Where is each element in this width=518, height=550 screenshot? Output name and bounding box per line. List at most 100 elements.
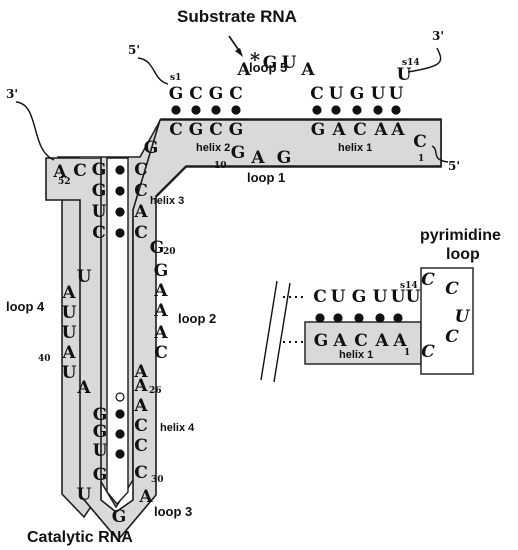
substrate-nt-right-1: U bbox=[329, 84, 344, 104]
helix1-nt-3: A bbox=[373, 120, 388, 140]
inset-bottom-nt-1: A bbox=[332, 331, 347, 351]
helix4-pair-dot-open bbox=[115, 392, 125, 402]
num-26: 26 bbox=[149, 386, 162, 396]
num-10: 10 bbox=[214, 161, 227, 171]
inset-pair-dot-1 bbox=[333, 313, 343, 323]
num-1: 1 bbox=[418, 154, 424, 164]
inset-loop-nt-4: C bbox=[421, 342, 435, 362]
loop5-nt-4: A bbox=[300, 60, 315, 80]
left-strand-nt-16: G bbox=[112, 507, 127, 527]
inset-loop-nt-1: C bbox=[445, 279, 459, 299]
left-strand-nt-4: U bbox=[77, 267, 92, 287]
inset-bottom-nt-2: C bbox=[354, 331, 368, 351]
right-strand-nt-6: A bbox=[153, 281, 168, 301]
right-strand-nt-8: A bbox=[153, 323, 168, 343]
arm-nt-c: C bbox=[73, 161, 87, 181]
loop1-nt-0: G bbox=[231, 143, 246, 163]
right-strand-nt-0: C bbox=[134, 160, 148, 180]
loop-title: loop bbox=[446, 246, 480, 263]
inset-bottom-nt-3: A bbox=[374, 331, 389, 351]
substrate-5prime-tail bbox=[137, 57, 169, 85]
loop1-nt-1: A bbox=[250, 148, 265, 168]
right-strand-nt-12: C bbox=[134, 416, 148, 436]
inset-pair-dot-2 bbox=[354, 313, 364, 323]
catalytic-5prime: 5' bbox=[448, 159, 460, 173]
right-strand-nt-3: C bbox=[134, 223, 148, 243]
catalytic-3prime-tail bbox=[15, 101, 55, 161]
loop1-label: loop 1 bbox=[247, 170, 285, 185]
right-strand-nt-13: C bbox=[134, 436, 148, 456]
left-strand-nt-15: U bbox=[77, 485, 92, 505]
left-strand-nt-2: U bbox=[92, 202, 107, 222]
inset-num-s14: s14 bbox=[400, 281, 418, 291]
num-20: 20 bbox=[163, 247, 176, 257]
inset-loop-nt-2: U bbox=[455, 307, 471, 327]
helix1-nt-5: C bbox=[413, 132, 427, 152]
substrate-5prime: 5' bbox=[128, 43, 140, 57]
base-pair-dots bbox=[115, 105, 401, 459]
left-strand-nt-5: A bbox=[61, 283, 76, 303]
right-strand-nt-9: C bbox=[154, 343, 168, 363]
loop5-nt-2: G bbox=[263, 53, 278, 73]
right-strand-nt-10: A bbox=[133, 376, 148, 396]
helix2-pair-dot-0 bbox=[171, 105, 181, 115]
right-strand-nt-1: C bbox=[134, 181, 148, 201]
helix4-pair-dot-2 bbox=[115, 449, 125, 459]
num-s14: s14 bbox=[402, 58, 420, 68]
loop4-label: loop 4 bbox=[6, 299, 45, 314]
inset-top-nt-4: U bbox=[391, 287, 406, 307]
break-line-1 bbox=[273, 282, 291, 383]
right-strand-nt-15: A bbox=[138, 487, 153, 507]
inset-shaded-strand bbox=[304, 321, 422, 365]
left-strand-nt-12: G bbox=[93, 422, 108, 442]
inset-loop-nt-3: C bbox=[445, 327, 459, 347]
helix4-label: helix 4 bbox=[160, 422, 195, 434]
left-strand-nt-11: G bbox=[93, 405, 108, 425]
helix4-pair-dot-0 bbox=[115, 409, 125, 419]
u-body-fill bbox=[45, 119, 442, 542]
inset-num-1: 1 bbox=[404, 348, 410, 358]
right-strand-nt-11: A bbox=[133, 396, 148, 416]
substrate-rna-title: Substrate RNA bbox=[177, 7, 297, 26]
helix1-pair-dot-1 bbox=[331, 105, 341, 115]
loop1-nt-2: G bbox=[277, 148, 292, 168]
helix3-pair-dot-0 bbox=[115, 165, 125, 175]
right-strand-nt-4: G bbox=[150, 238, 165, 258]
helix2-pair-dot-2 bbox=[211, 105, 221, 115]
loop5-nt-0: A bbox=[236, 60, 251, 80]
helix1-pair-dot-0 bbox=[312, 105, 322, 115]
helix1-pair-dot-2 bbox=[352, 105, 362, 115]
helix3-label: helix 3 bbox=[150, 195, 184, 207]
helix2-nt-1: G bbox=[189, 120, 204, 140]
substrate-nt-left-2: G bbox=[209, 84, 224, 104]
left-strand-nt-1: G bbox=[92, 181, 107, 201]
pyrimidine-loop-box bbox=[420, 267, 474, 375]
right-strand-nt-14: C bbox=[134, 463, 148, 483]
inset-top-nt-1: U bbox=[331, 287, 346, 307]
helix1-nt-1: A bbox=[331, 120, 346, 140]
substrate-nt-right-3: U bbox=[371, 84, 386, 104]
helix2-nt-3: G bbox=[229, 120, 244, 140]
left-strand-nt-9: U bbox=[62, 363, 77, 383]
inset-bottom-nt-0: G bbox=[314, 331, 329, 351]
loop2-label: loop 2 bbox=[178, 311, 216, 326]
inset-pair-dot-3 bbox=[375, 313, 385, 323]
helix2-label: helix 2 bbox=[196, 142, 230, 154]
substrate-nt-right-4: U bbox=[389, 84, 404, 104]
inset-loop-nt-0: C bbox=[421, 270, 435, 290]
substrate-nt-right-0: C bbox=[310, 84, 324, 104]
substrate-nt-left-3: C bbox=[229, 84, 243, 104]
helix4-pair-dot-1 bbox=[115, 429, 125, 439]
right-strand-nt-a26: A bbox=[133, 362, 148, 382]
loop5-arrowhead bbox=[235, 48, 243, 57]
left-strand-nt-13: U bbox=[93, 441, 108, 461]
left-strand-nt-3: C bbox=[92, 223, 106, 243]
inset-pair-dot-4 bbox=[393, 313, 403, 323]
helix1-nt-0: G bbox=[311, 120, 326, 140]
arm-nt-a: A bbox=[52, 162, 67, 182]
helix1-pair-dot-4 bbox=[391, 105, 401, 115]
substrate-nt-right-2: G bbox=[350, 84, 365, 104]
break-line-2 bbox=[260, 280, 278, 381]
